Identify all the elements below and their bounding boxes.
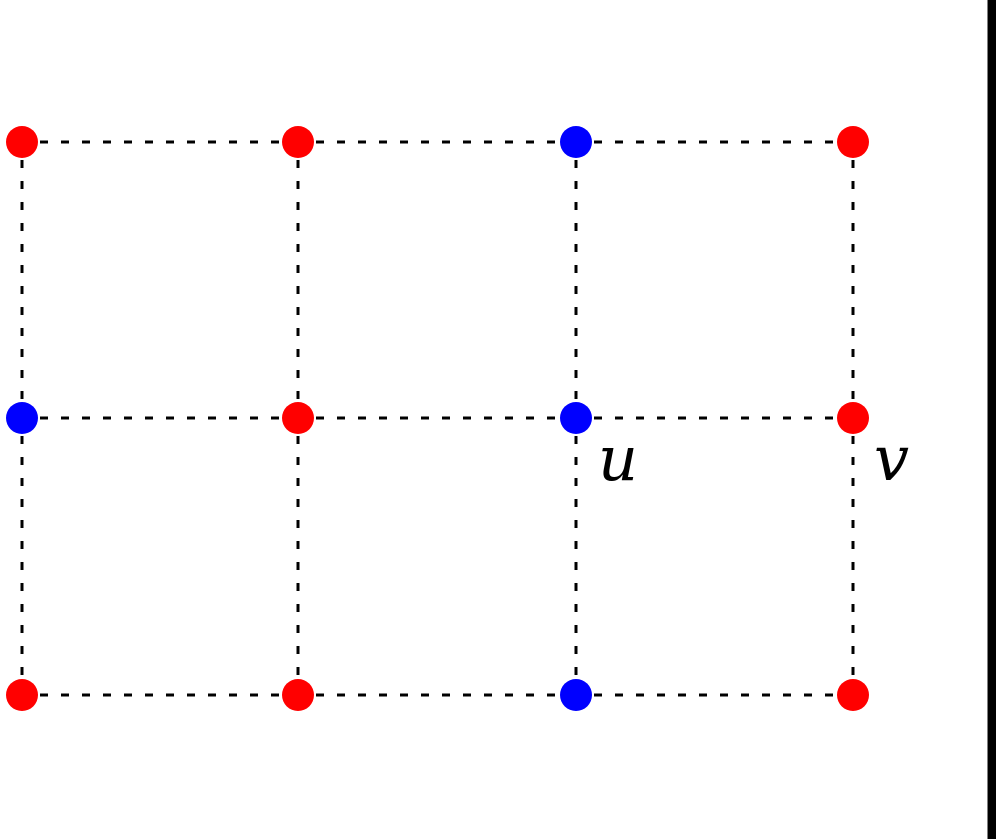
vertex-blue-r2-c2 [560, 679, 592, 711]
vertex-red-r0-c0 [6, 126, 38, 158]
vertex-blue-r0-c2 [560, 126, 592, 158]
vertex-red-r0-c1 [282, 126, 314, 158]
vertex-red-r1-c1 [282, 402, 314, 434]
vertex-red-r2-c1 [282, 679, 314, 711]
vertex-label-u: u [598, 422, 638, 495]
vertex-red-r2-c3 [837, 679, 869, 711]
vertex-blue-r1-c2 [560, 402, 592, 434]
grid-vertices [6, 126, 869, 711]
vertex-red-r0-c3 [837, 126, 869, 158]
vertex-red-r2-c0 [6, 679, 38, 711]
grid-edges [20, 140, 855, 697]
vertex-label-v: v [874, 422, 909, 495]
vertex-red-r1-c3 [837, 402, 869, 434]
vertex-blue-r1-c0 [6, 402, 38, 434]
